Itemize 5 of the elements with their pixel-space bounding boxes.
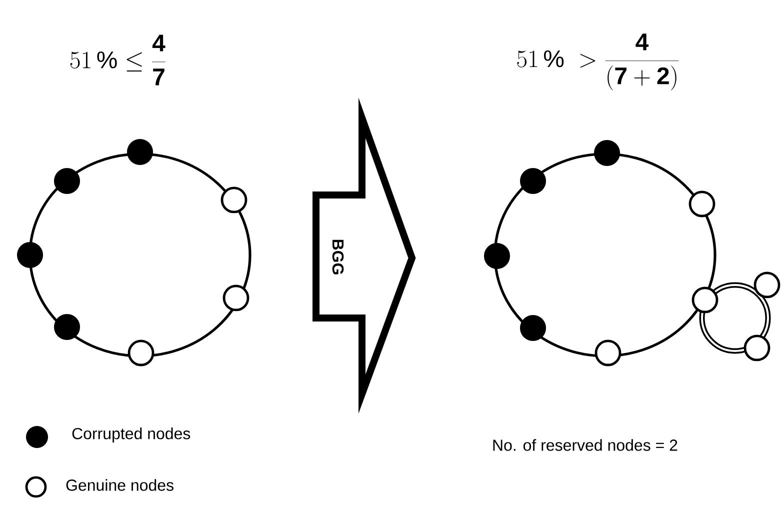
legend-text: Genuine nodes bbox=[66, 479, 174, 491]
formula: $51\,\% \;> \frac{\mathbf{4}}{\mathbf{(7+2)}}$ bbox=[517, 34, 679, 90]
formula: $51\,\% \leq \frac{\mathbf{4}}{\mathbf{7}}$ bbox=[70, 34, 166, 86]
note: No. of reserved nodes = 2 bbox=[493, 439, 678, 451]
legend-text: Corrupted nodes bbox=[72, 428, 190, 442]
